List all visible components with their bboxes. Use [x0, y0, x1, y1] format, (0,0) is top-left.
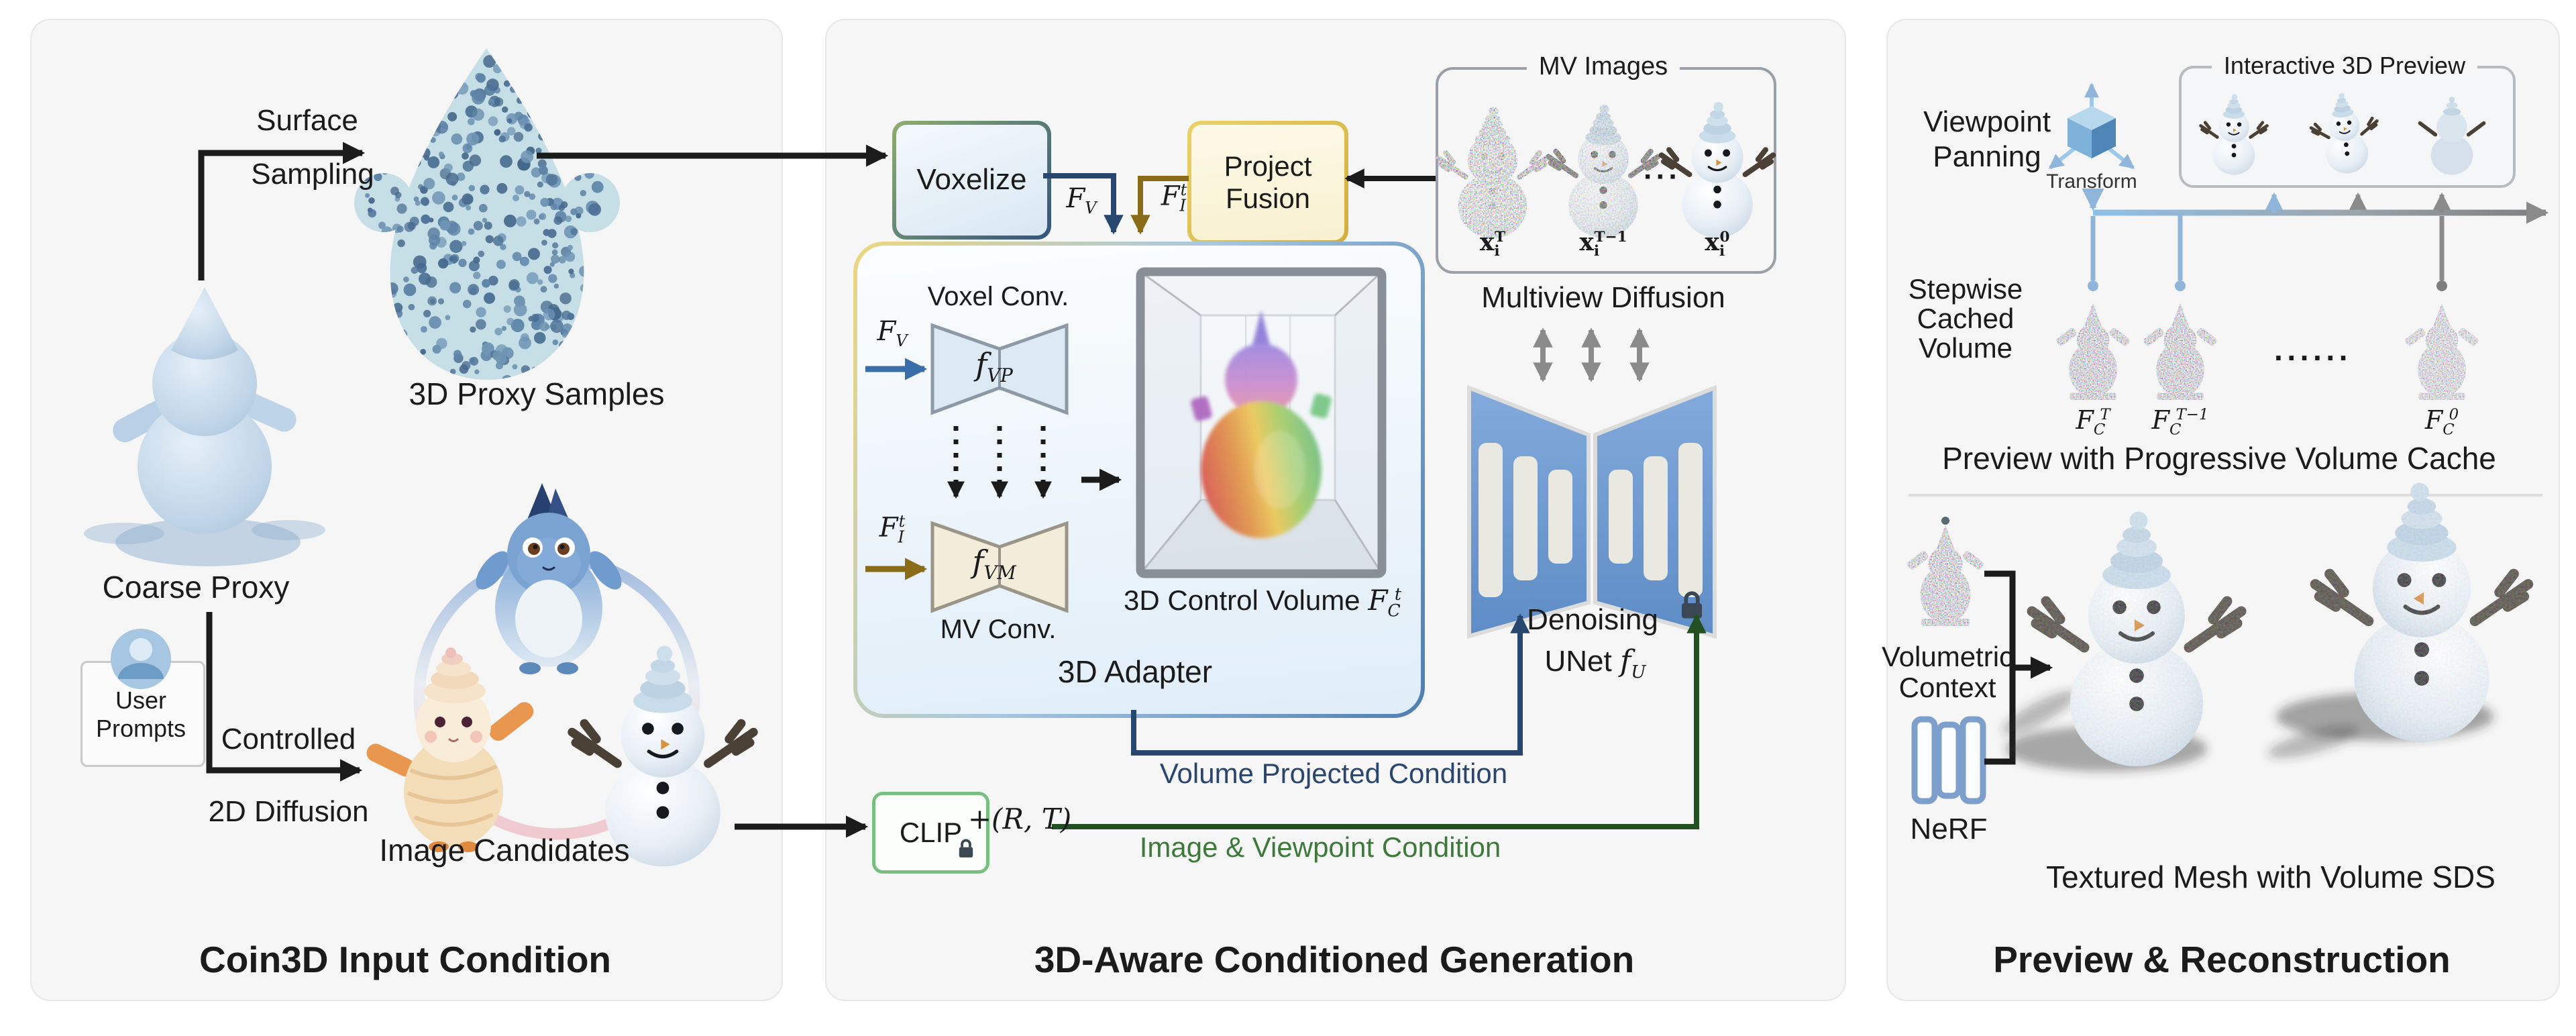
mv-images-label: MV Images — [1526, 52, 1680, 81]
voxelize-box: Voxelize — [892, 121, 1051, 240]
adapter-internals — [865, 323, 1122, 613]
rt-label: +(R, T) — [967, 802, 1072, 835]
coarse-proxy-label: Coarse Proxy — [102, 570, 290, 605]
cached-volume-ellipsis: ······ — [2274, 340, 2352, 375]
transform-gizmo-icon — [2048, 83, 2135, 170]
adapter-caption: 3D Adapter — [1057, 654, 1213, 689]
project-fusion-box: Project Fusion — [1187, 121, 1348, 244]
cached-volumes — [2055, 303, 2480, 400]
transform-label: Transform — [2046, 170, 2137, 193]
controlled-diffusion-arrow — [206, 612, 363, 782]
volume-projected-label: Volume Projected Condition — [1159, 758, 1508, 789]
image-viewpoint-path — [1052, 613, 1707, 829]
textured-mesh-renders — [2002, 483, 2528, 772]
control-volume-cube — [1136, 267, 1387, 578]
surface-sampling-label-2: Sampling — [251, 158, 374, 191]
controlled-label-2: 2D Diffusion — [208, 795, 369, 828]
nerf-icon — [1911, 716, 1986, 805]
stepwise-label-1: Stepwise — [1908, 273, 2023, 305]
interactive-preview-label: Interactive 3D Preview — [2211, 52, 2478, 79]
mv-image-samples — [1438, 102, 1773, 238]
fv-label-adapter: FV — [877, 316, 908, 350]
mv-images-ellipsis: ··· — [1644, 160, 1681, 193]
fvm-label: fVM — [972, 543, 1016, 584]
multiview-exchange-arrows — [1533, 327, 1650, 382]
user-prompts-label-1: User — [115, 686, 167, 714]
viewpoint-panning-label-1: Viewpoint — [1923, 105, 2051, 138]
mv-image-label-xT1: xiT−1 — [1579, 228, 1627, 260]
surface-sampling-arrow — [198, 142, 366, 280]
stepwise-label-2: Cached — [1917, 303, 2015, 334]
proxy-point-cloud — [354, 48, 620, 380]
volumetric-context-label-2: Context — [1898, 672, 1996, 703]
viewpoint-panning-label-2: Panning — [1933, 140, 2041, 173]
image-candidates-label: Image Candidates — [379, 833, 630, 868]
voxelize-label: Voxelize — [916, 163, 1027, 197]
fit-label-top: FIt — [1161, 180, 1187, 215]
fit-elbow-arrow — [1130, 176, 1189, 235]
coarse-proxy-model — [84, 287, 325, 566]
denoising-label-1: Denoising — [1527, 603, 1658, 636]
proxy-samples-label: 3D Proxy Samples — [409, 376, 665, 411]
volumetric-context-label-1: Volumetric — [1881, 641, 2014, 672]
clip-lock-icon — [957, 839, 975, 859]
volume-projected-path — [1131, 613, 1530, 756]
fv-elbow-arrow — [1043, 173, 1124, 235]
project-fusion-label-1: Project — [1224, 150, 1312, 182]
denoising-label-2: UNet fU — [1544, 644, 1646, 682]
clip-label: CLIP — [899, 816, 963, 848]
fv-label-top: FV — [1066, 183, 1097, 217]
timeline — [2082, 189, 2549, 291]
mv-image-label-x0: xi0 — [1705, 228, 1730, 260]
preview-snapshots — [2201, 90, 2484, 177]
cached-volume-label-T: FCT — [2076, 405, 2110, 439]
input-panel-title: Coin3D Input Condition — [199, 939, 612, 980]
preview-cache-label: Preview with Progressive Volume Cache — [1942, 441, 2496, 476]
project-fusion-label-2: Fusion — [1225, 183, 1311, 214]
volumetric-context-icon — [1906, 517, 1985, 626]
user-prompts-label-2: Prompts — [95, 715, 186, 742]
controlled-label-1: Controlled — [221, 723, 356, 756]
user-avatar-icon — [111, 629, 171, 689]
textured-mesh-label: Textured Mesh with Volume SDS — [2046, 860, 2496, 894]
stepwise-label-3: Volume — [1918, 332, 2013, 364]
shell-creature — [366, 648, 534, 852]
blue-creature — [476, 483, 622, 674]
control-volume-label: 3D Control Volume FCt — [1124, 584, 1401, 621]
context-nerf-bracket — [1984, 570, 2053, 765]
generation-panel-title: 3D-Aware Conditioned Generation — [1034, 939, 1635, 980]
nerf-label: NeRF — [1910, 813, 1988, 845]
fvp-label: fVP — [975, 346, 1013, 387]
cached-volume-label-0: FC0 — [2424, 405, 2459, 439]
cached-volume-label-T1: FCT−1 — [2151, 405, 2209, 439]
clip-box: CLIP — [872, 792, 989, 874]
mv-image-label-xT: xiT — [1479, 228, 1506, 260]
fit-label-adapter: FIt — [879, 512, 906, 547]
mv-conv-label: MV Conv. — [940, 615, 1057, 644]
preview-panel-title: Preview & Reconstruction — [1993, 939, 2451, 980]
denoising-unet — [1467, 384, 1717, 639]
surface-sampling-label-1: Surface — [256, 104, 358, 137]
image-viewpoint-label: Image & Viewpoint Condition — [1139, 831, 1501, 863]
voxel-conv-label: Voxel Conv. — [927, 282, 1069, 311]
multiview-diffusion-label: Multiview Diffusion — [1481, 281, 1725, 314]
